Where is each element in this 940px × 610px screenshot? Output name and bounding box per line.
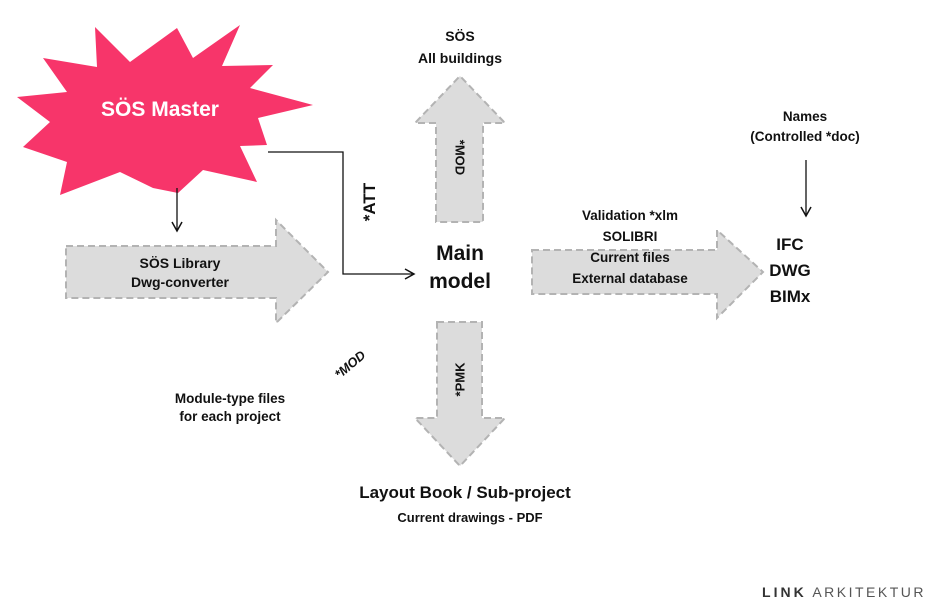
format-item: IFC bbox=[776, 235, 804, 254]
main-model-line-2: model bbox=[429, 270, 491, 293]
logo-bold: LINK bbox=[762, 584, 807, 600]
validation-line-2: SOLIBRI bbox=[602, 229, 658, 244]
library-label: SÖS Library Dwg-converter bbox=[85, 254, 275, 292]
main-model-line-1: Main bbox=[436, 242, 484, 265]
format-item: BIMx bbox=[769, 287, 811, 306]
library-line-2: Dwg-converter bbox=[130, 274, 230, 290]
link-arkitektur-logo: LINK ARKITEKTUR bbox=[762, 584, 926, 600]
layout-book-subtitle: Current drawings - PDF bbox=[397, 510, 543, 525]
names-line-1: Names bbox=[782, 109, 828, 124]
up-arrow-shape bbox=[412, 74, 508, 223]
logo-light: ARKITEKTUR bbox=[812, 584, 926, 600]
library-line-1: SÖS Library bbox=[139, 255, 221, 271]
up-arrow-mod-label: *MOD bbox=[452, 139, 468, 176]
library-arrow-shape bbox=[65, 217, 330, 326]
right-arrow-shape bbox=[531, 227, 765, 321]
main-model-label: Main model bbox=[405, 240, 515, 296]
sos-master-starburst bbox=[17, 25, 313, 195]
names-line-2: (Controlled *doc) bbox=[750, 129, 860, 144]
sos-label: SÖS bbox=[445, 28, 475, 44]
att-label: *ATT bbox=[360, 182, 379, 222]
validation-line-3: Current files bbox=[590, 250, 670, 265]
validation-line-4: External database bbox=[572, 271, 688, 286]
all-buildings-label: All buildings bbox=[418, 50, 502, 66]
validation-label: Validation *xlm SOLIBRI Current files Ex… bbox=[545, 205, 715, 289]
att-connector-line bbox=[268, 151, 416, 280]
module-line-1: Module-type files bbox=[174, 391, 286, 406]
validation-line-1: Validation *xlm bbox=[581, 208, 679, 223]
sos-all-buildings-label: SÖS All buildings bbox=[400, 25, 520, 69]
names-label: Names (Controlled *doc) bbox=[735, 107, 875, 147]
down-arrow-pmk-label: *PMK bbox=[452, 362, 468, 397]
module-line-2: for each project bbox=[179, 409, 281, 424]
layout-book-title: Layout Book / Sub-project bbox=[359, 483, 571, 502]
formats-list: IFC DWG BIMx bbox=[760, 232, 820, 310]
module-files-label: Module-type files for each project bbox=[150, 390, 310, 426]
format-item: DWG bbox=[769, 261, 811, 280]
sos-master-label: SÖS Master bbox=[101, 98, 219, 121]
down-arrow-shape bbox=[412, 321, 508, 468]
